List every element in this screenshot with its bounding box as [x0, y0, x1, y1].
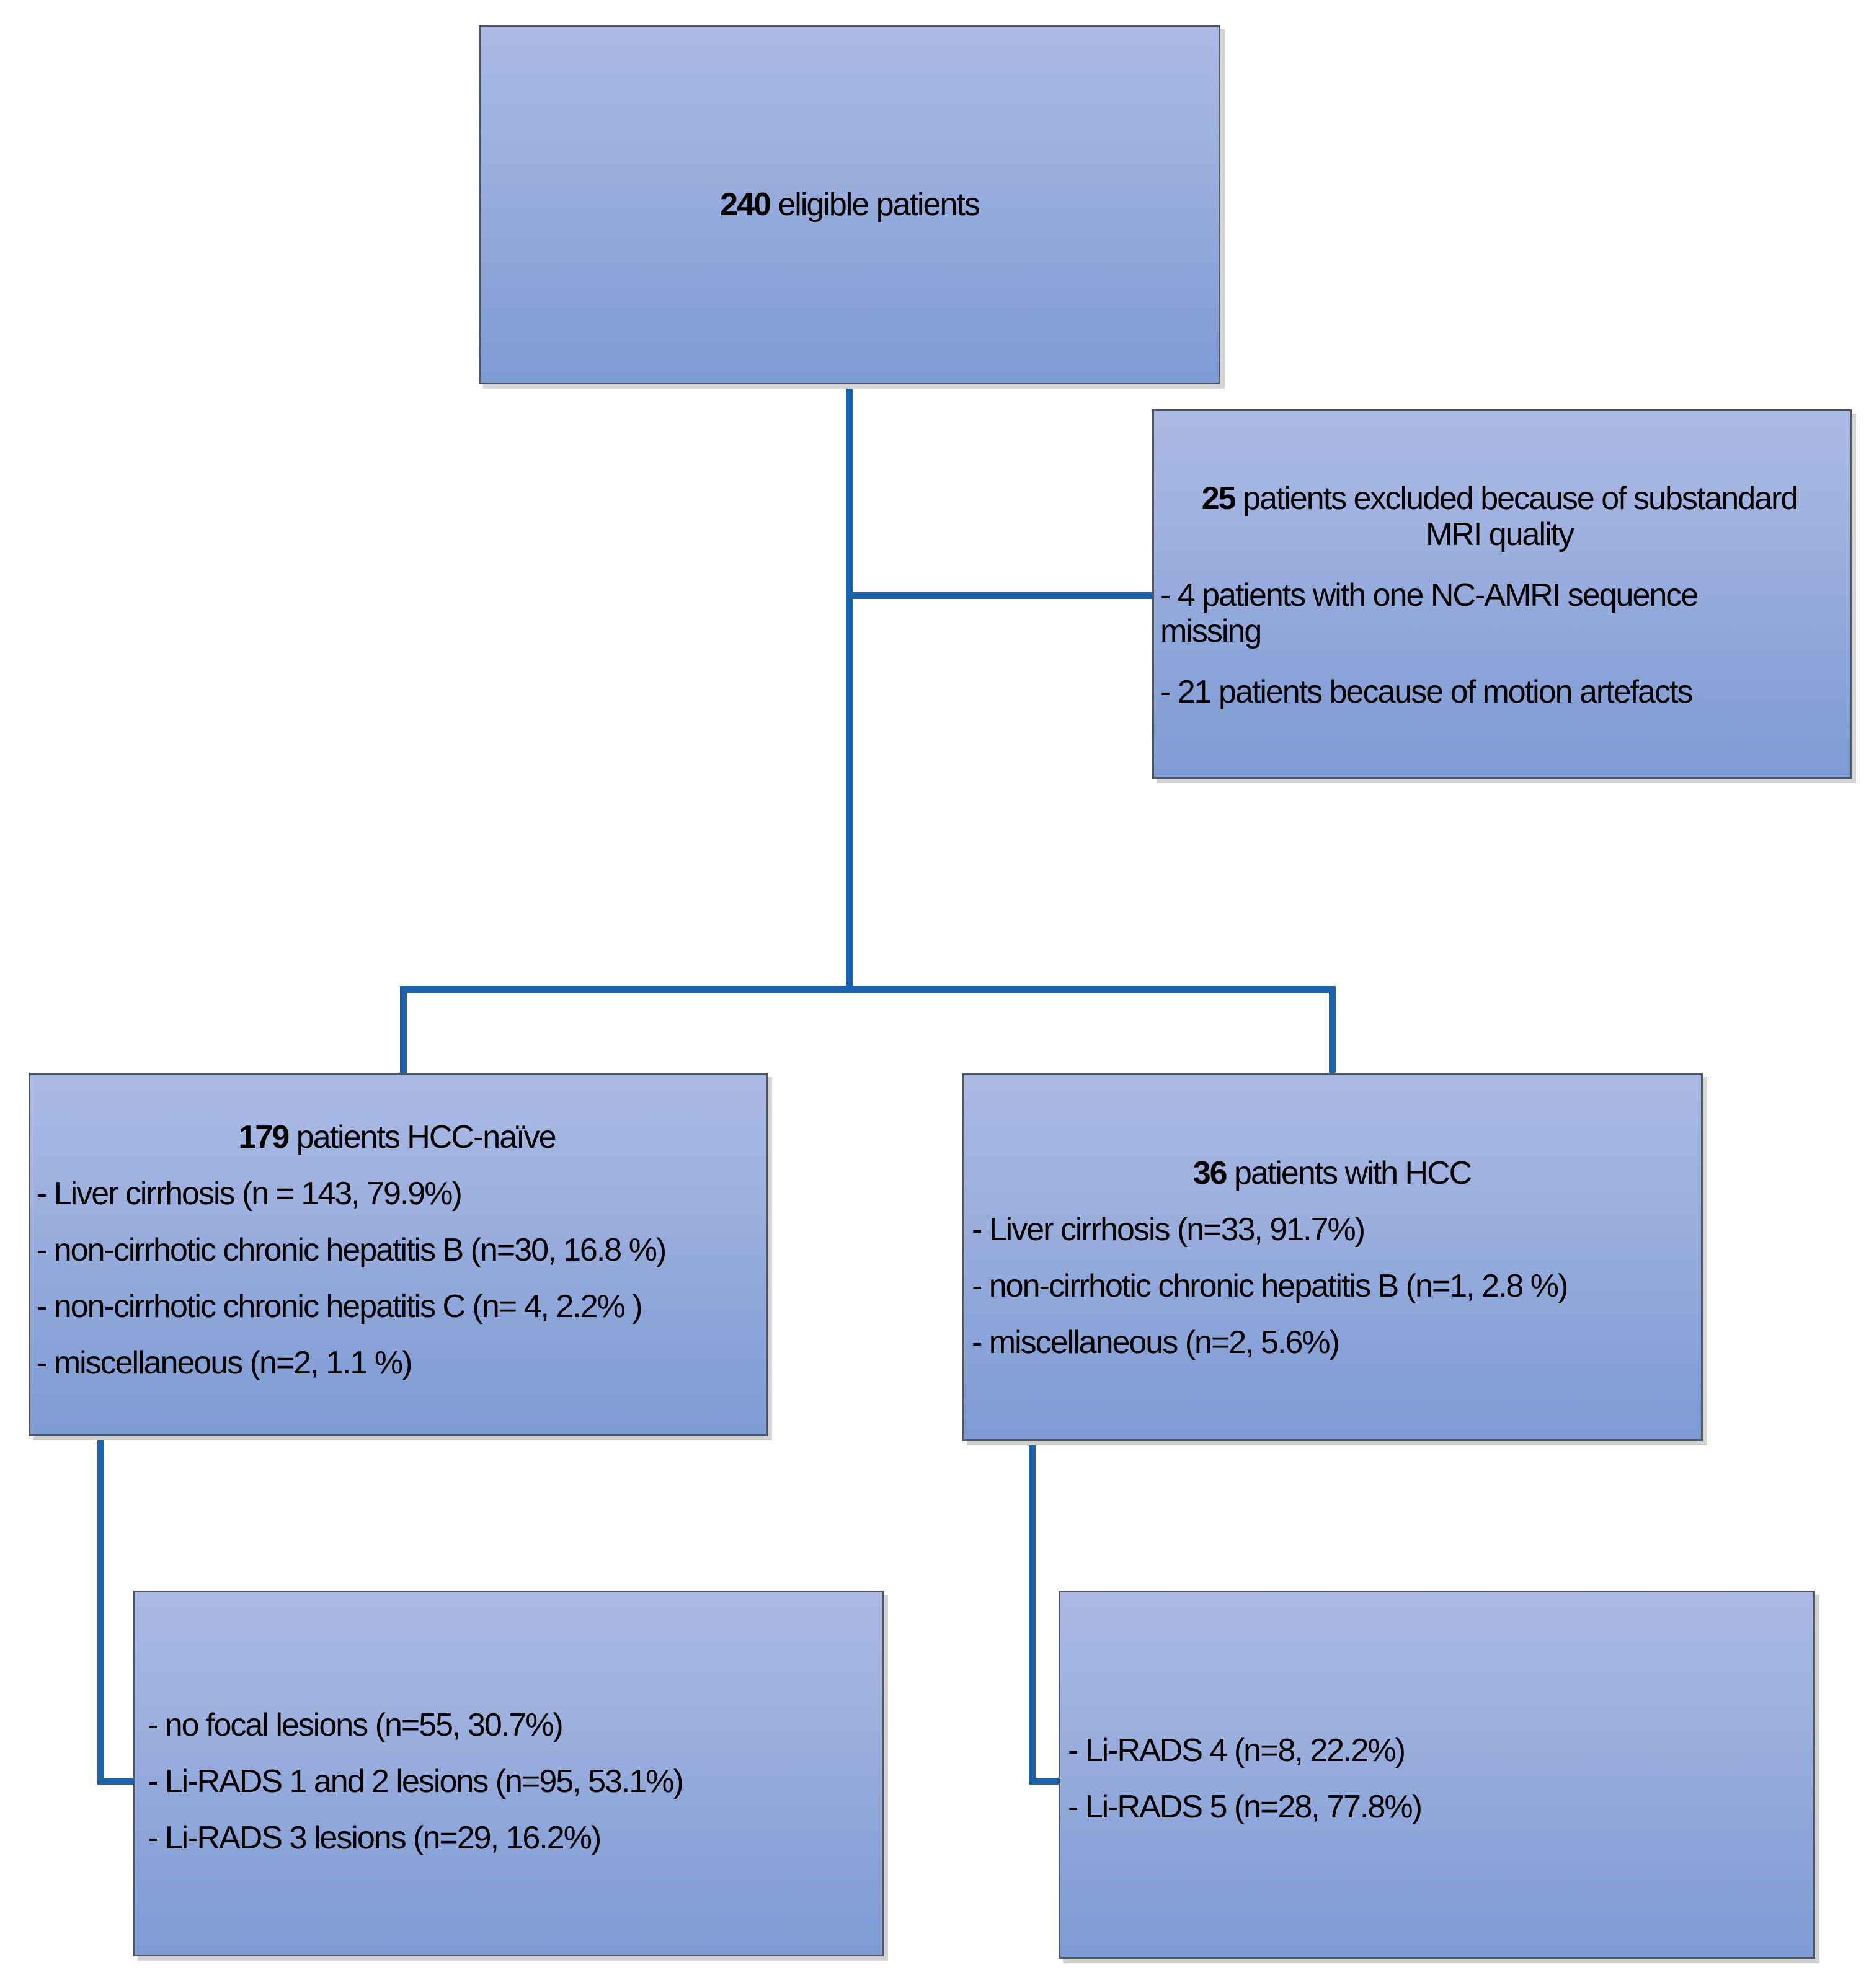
naive-finding-lirads-1-2: - Li-RADS 1 and 2 lesions (n=95, 53.1%): [148, 1764, 684, 1799]
connector-drop-to-naive: [400, 986, 407, 1073]
hcc-naive-title: 179 patients HCC-naïve: [37, 1119, 757, 1155]
connector-drop-to-hcc: [1329, 986, 1336, 1073]
box-excluded-patients: 25 patients excluded because of substand…: [1152, 409, 1852, 779]
hcc-bullet-cirrhosis: - Liver cirrhosis (n=33, 91.7%): [972, 1212, 1366, 1248]
box-hcc-patients: 36 patients with HCC - Liver cirrhosis (…: [962, 1073, 1703, 1441]
hcc-naive-bullet-hepc: - non-cirrhotic chronic hepatitis C (n= …: [37, 1289, 643, 1325]
hcc-naive-label: patients HCC-naïve: [288, 1119, 557, 1155]
hcc-title: 36 patients with HCC: [972, 1155, 1692, 1191]
connector-naive-elbow-vertical: [97, 1436, 104, 1785]
excluded-reason-1: - 4 patients with one NC-AMRI sequence m…: [1160, 577, 1699, 649]
box-naive-findings: - no focal lesions (n=55, 30.7%) - Li-RA…: [133, 1591, 884, 1956]
hcc-finding-lirads-5: - Li-RADS 5 (n=28, 77.8%): [1068, 1789, 1423, 1825]
eligible-label: eligible patients: [770, 187, 980, 223]
hcc-naive-bullet-cirrhosis: - Liver cirrhosis (n = 143, 79.9%): [37, 1176, 463, 1212]
hcc-naive-bullet-hepb: - non-cirrhotic chronic hepatitis B (n=3…: [37, 1232, 667, 1268]
naive-finding-lirads-3: - Li-RADS 3 lesions (n=29, 16.2%): [148, 1820, 602, 1856]
hcc-naive-bullet-misc: - miscellaneous (n=2, 1.1 %): [37, 1345, 412, 1381]
connector-hcc-elbow-vertical: [1029, 1436, 1036, 1785]
connector-naive-elbow-horizontal: [97, 1778, 133, 1785]
excluded-count: 25: [1201, 481, 1237, 517]
eligible-count: 240: [720, 187, 771, 223]
connector-branch-to-excluded: [846, 592, 1152, 599]
hcc-label: patients with HCC: [1226, 1155, 1472, 1191]
excluded-heading: 25 patients excluded because of substand…: [1160, 481, 1839, 552]
connector-hcc-elbow-horizontal: [1029, 1778, 1059, 1785]
excluded-heading-line1: patients excluded because of substandard: [1235, 481, 1798, 517]
hcc-bullet-misc: - miscellaneous (n=2, 5.6%): [972, 1325, 1340, 1360]
excluded-heading-line2: MRI quality: [1425, 517, 1574, 552]
connector-split-horizontal: [400, 986, 1336, 993]
box-hcc-findings: - Li-RADS 4 (n=8, 22.2%) - Li-RADS 5 (n=…: [1059, 1591, 1815, 1959]
naive-finding-no-lesions: - no focal lesions (n=55, 30.7%): [148, 1707, 564, 1743]
hcc-bullet-hepb: - non-cirrhotic chronic hepatitis B (n=1…: [972, 1268, 1568, 1304]
hcc-finding-lirads-4: - Li-RADS 4 (n=8, 22.2%): [1068, 1733, 1406, 1768]
hcc-count: 36: [1192, 1155, 1228, 1191]
box-eligible-patients: 240 eligible patients: [479, 25, 1220, 384]
hcc-naive-count: 179: [238, 1119, 290, 1155]
eligible-patients-text: 240 eligible patients: [720, 187, 980, 223]
connector-eligible-to-split: [846, 384, 853, 993]
excluded-reason-2: - 21 patients because of motion artefact…: [1160, 674, 1693, 710]
box-hcc-naive: 179 patients HCC-naïve - Liver cirrhosis…: [29, 1073, 768, 1436]
